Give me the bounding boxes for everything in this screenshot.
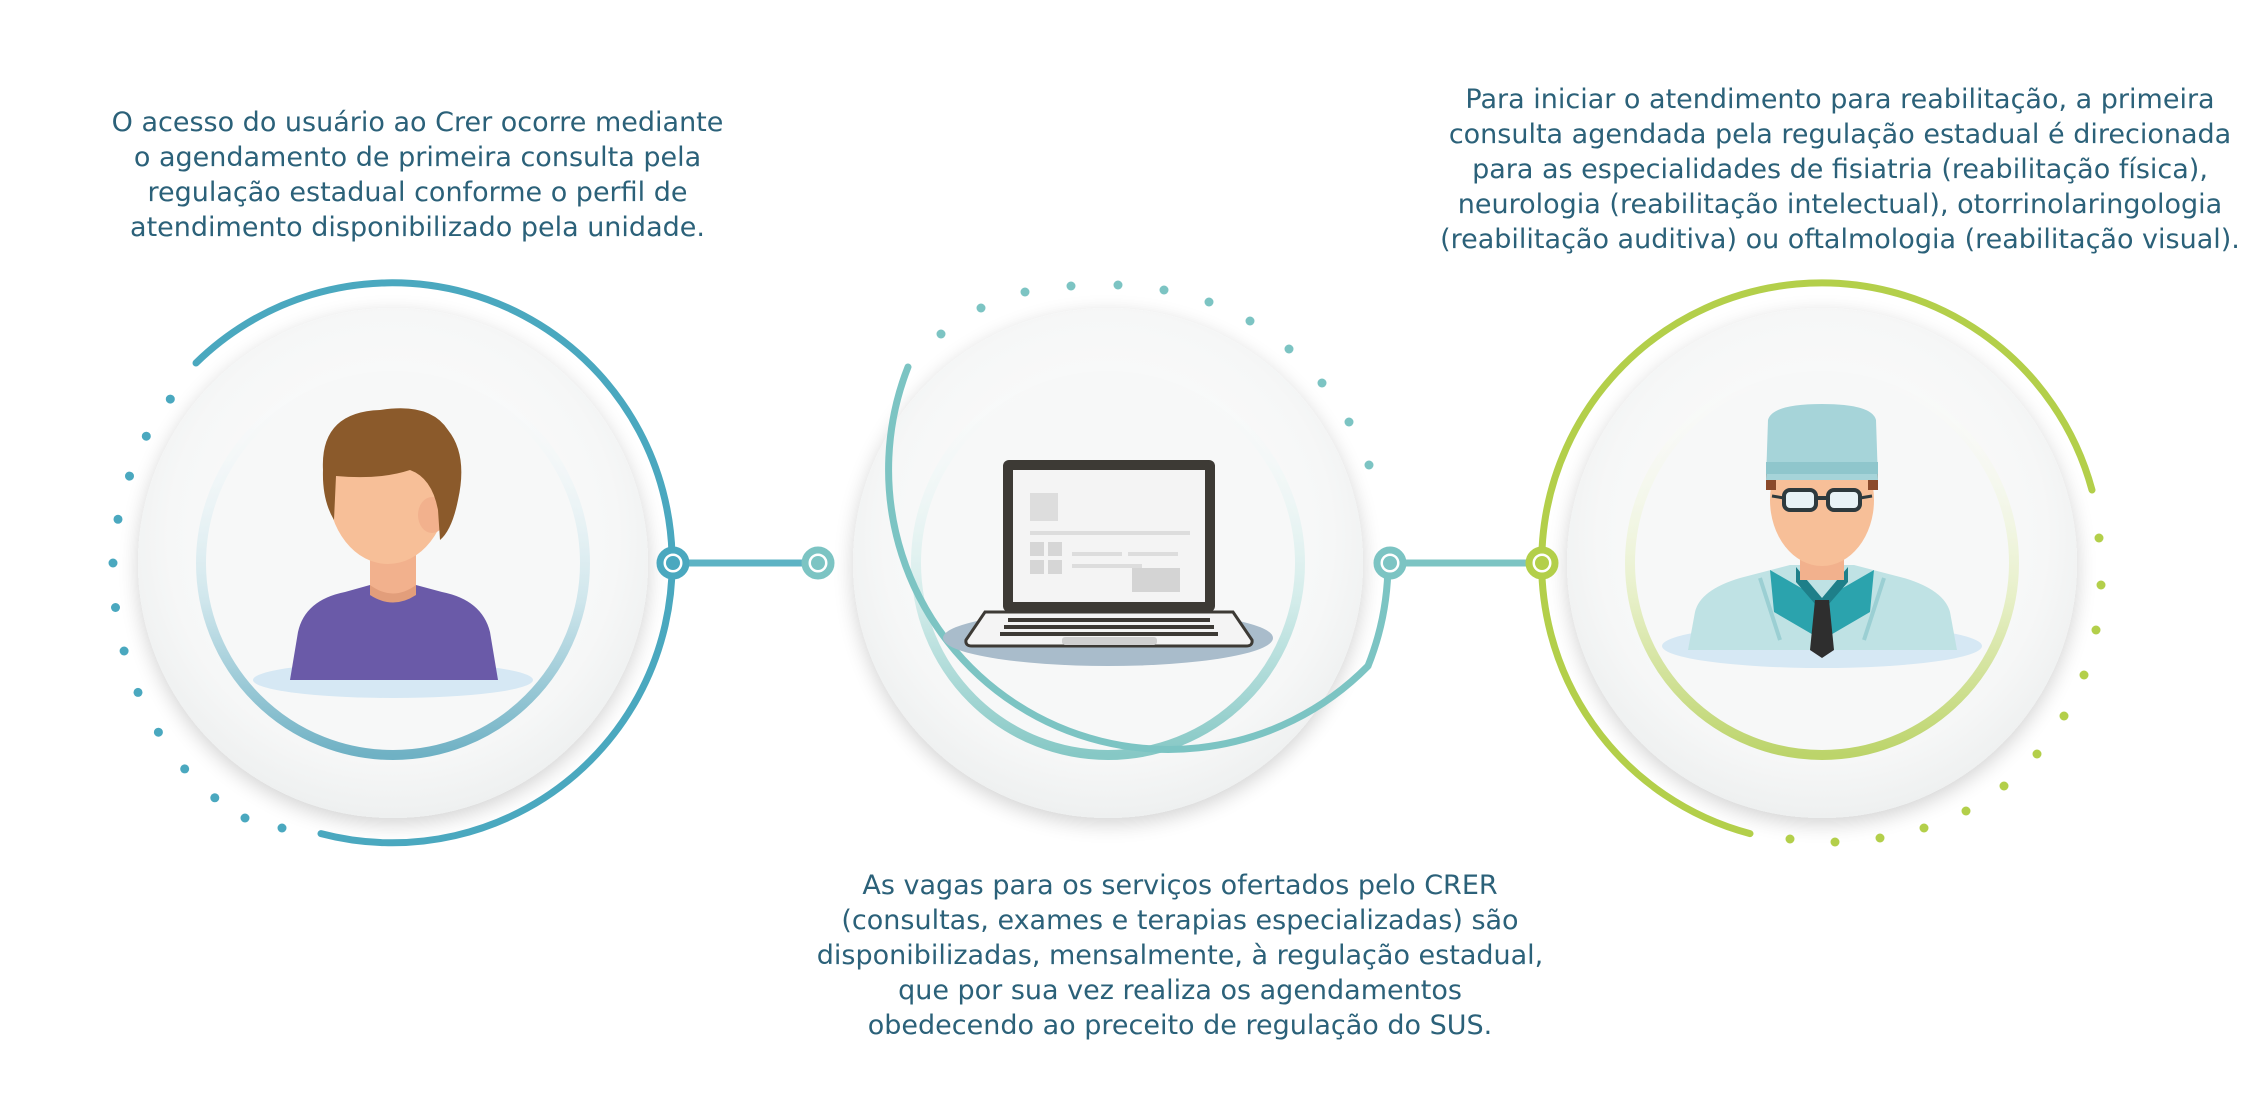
text-line: (reabilitação auditiva) ou oftalmologia … — [1440, 224, 2240, 255]
step-1-description: O acesso do usuário ao Crer ocorre media… — [45, 105, 790, 245]
user-icon — [253, 408, 533, 698]
dotted-ring — [108, 394, 287, 833]
text-line: que por sua vez realiza os agendamentos — [898, 975, 1462, 1006]
progress-ring-arc — [192, 279, 676, 847]
progress-ring-arc — [885, 363, 1372, 753]
text-line: o agendamento de primeira consulta pela — [133, 142, 702, 173]
laptop-icon — [943, 460, 1273, 666]
step-3-description: Para iniciar o atendimento para reabilit… — [1340, 82, 2259, 257]
progress-ring-arc — [1538, 279, 2096, 838]
dotted-ring — [1785, 533, 2106, 847]
dotted-ring — [936, 280, 1374, 470]
text-line: atendimento disponibilizado pela unidade… — [130, 212, 705, 243]
text-line: neurologia (reabilitação intelectual), o… — [1457, 189, 2223, 220]
text-line: disponibilizadas, mensalmente, à regulaç… — [816, 940, 1544, 971]
text-line: consulta agendada pela regulação estadua… — [1448, 119, 2232, 150]
text-line: obedecendo ao preceito de regulação do S… — [867, 1010, 1493, 1041]
text-line: regulação estadual conforme o perfil de — [147, 177, 688, 208]
text-line: Para iniciar o atendimento para reabilit… — [1465, 84, 2215, 115]
doctor-icon — [1662, 404, 1982, 668]
text-line: O acesso do usuário ao Crer ocorre media… — [111, 107, 724, 138]
step-2-description: As vagas para os serviços ofertados pelo… — [680, 868, 1680, 1043]
text-line: para as especialidades de fisiatria (rea… — [1472, 154, 2208, 185]
text-line: (consultas, exames e terapias especializ… — [841, 905, 1519, 936]
text-line: As vagas para os serviços ofertados pelo… — [862, 870, 1498, 901]
